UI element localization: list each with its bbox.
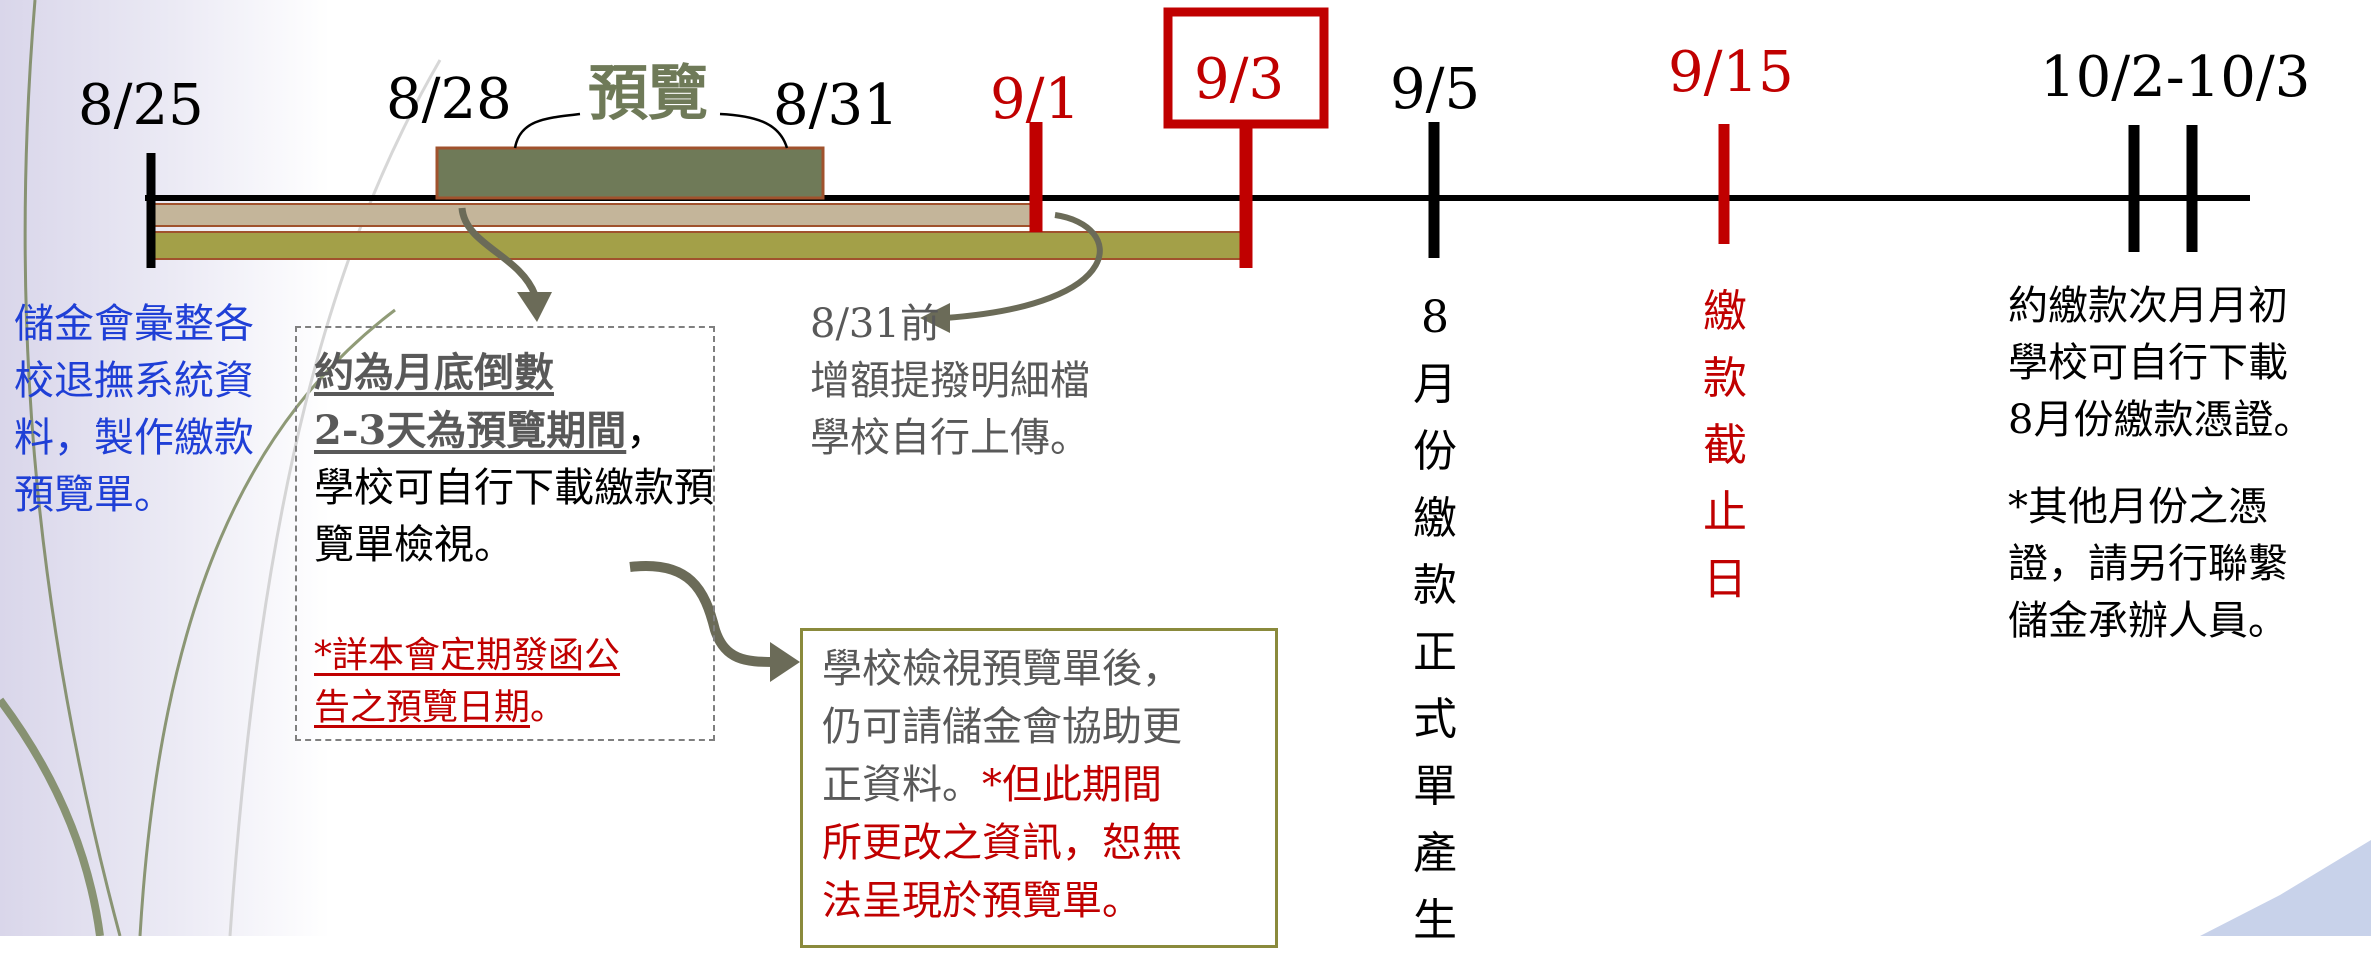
announcement-end: 。: [530, 687, 567, 728]
correction-period-bar: [149, 231, 1247, 260]
preview-note-box: [295, 326, 715, 741]
date-0905: 9/5: [1390, 57, 1481, 122]
upload-line3: 學校自行上傳。: [810, 415, 1090, 461]
correction-line5: 所更改之資訊，恕無: [822, 820, 1182, 866]
arrow-head-preview: [517, 292, 552, 322]
date-0825: 8/25: [78, 73, 204, 138]
date-1002-1003: 10/2-10/3: [2040, 45, 2311, 110]
certificate-note: 約繳款次月月初 學校可自行下載 8月份繳款憑證。 *其他月份之憑 證，請另行聯繫…: [2008, 278, 2368, 650]
highlight-box-0903: [1163, 7, 1329, 129]
date-0828: 8/28: [386, 67, 512, 132]
preview-period-line2: 2-3天為預覽期間: [314, 407, 627, 454]
correction-line3: 正資料。: [822, 762, 982, 808]
note-compilation: 儲金會彙整各校退撫系統資料，製作繳款預覽單。: [14, 301, 254, 518]
certificate-line1: 約繳款次月月初: [2008, 283, 2288, 329]
announcement-line1: *詳本會定期發函公: [314, 635, 621, 676]
preview-note: 約為月底倒數 2-3天為預覽期間， 學校可自行下載繳款預覽單檢視。: [314, 344, 714, 574]
corner-triangle: [2200, 840, 2371, 936]
certificate-line2: 學校可自行下載: [2008, 340, 2288, 386]
upload-line2: 增額提撥明細檔: [810, 358, 1090, 404]
correction-line1: 學校檢視預覽單後，: [822, 646, 1182, 692]
date-0831: 8/31: [773, 73, 899, 138]
arrow-preview-to-note: [458, 207, 539, 297]
arrow-head-correction: [770, 642, 800, 682]
arrow-upload: [944, 212, 1103, 321]
date-0903: 9/3: [1194, 47, 1285, 112]
preview-comma: ，: [626, 408, 667, 454]
correction-line4: *但此期間: [982, 762, 1162, 808]
arrow-head-upload: [920, 303, 950, 333]
preview-label: 預覽: [588, 59, 708, 129]
date-0901: 9/1: [990, 67, 1081, 132]
announcement-line2: 告之預覽日期: [314, 687, 531, 728]
correction-line2: 仍可請儲金會協助更: [822, 704, 1182, 750]
background-wash: [0, 0, 330, 936]
preview-period-line1: 約為月底倒數: [314, 349, 554, 396]
correction-line6: 法呈現於預覽單。: [822, 878, 1142, 924]
date-0915: 9/15: [1668, 40, 1794, 105]
preview-download-text: 學校可自行下載繳款預覽單檢視。: [314, 465, 714, 568]
upload-line1: 8/31前: [810, 301, 940, 347]
decorative-curves: [0, 0, 442, 936]
payment-deadline-note: 繳款截止日: [1703, 286, 1747, 605]
official-bill-note: 8月份繳款正式單產生: [1413, 292, 1457, 946]
certificate-line6: 儲金承辦人員。: [2008, 598, 2288, 644]
certificate-line4: *其他月份之憑: [2008, 484, 2268, 530]
correction-note: 學校檢視預覽單後， 仍可請儲金會協助更 正資料。*但此期間 所更改之資訊，恕無 …: [822, 640, 1262, 930]
preview-bar: [435, 146, 825, 200]
preview-bracket-left: [513, 112, 581, 149]
preview-bracket-right: [719, 112, 789, 149]
certificate-line3: 8月份繳款憑證。: [2008, 397, 2314, 443]
preview-announcement-note: *詳本會定期發函公 告之預覽日期。: [314, 630, 714, 734]
upload-note: 8/31前 增額提撥明細檔 學校自行上傳。: [810, 296, 1170, 467]
certificate-line5: 證，請另行聯繫: [2008, 541, 2288, 587]
upload-period-bar: [149, 203, 1039, 227]
